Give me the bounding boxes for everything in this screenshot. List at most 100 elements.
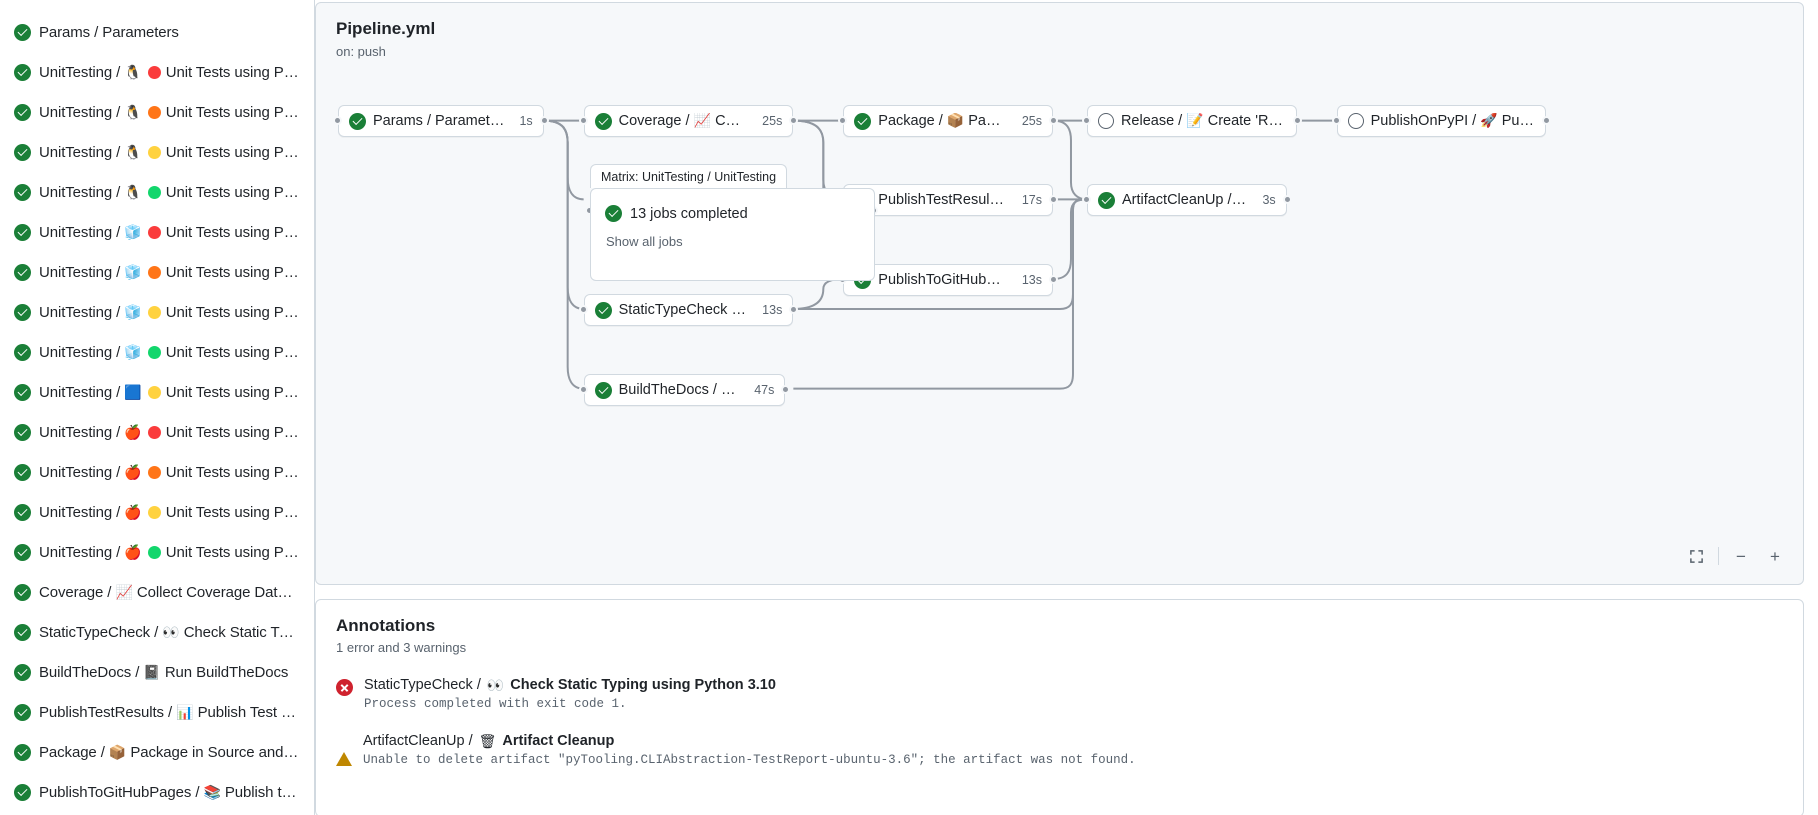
step-emoji-icon: 📦 [946, 113, 965, 128]
success-icon [14, 583, 31, 601]
sidebar-job-item[interactable]: StaticTypeCheck / 👀 Check Static Typing.… [4, 612, 310, 652]
graph-node-label: Release / 📝 Create 'Release P... [1120, 113, 1286, 129]
sidebar-job-item[interactable]: Params / Parameters [4, 12, 310, 52]
python-version-dot-icon [147, 66, 161, 80]
sidebar-job-label: UnitTesting / 🧊 Unit Tests using Pyth... [39, 343, 300, 361]
sidebar-job-item[interactable]: UnitTesting / 🐧 Unit Tests using Pyth... [4, 172, 310, 212]
sidebar-job-label: Package / 📦 Package in Source and Wh... [39, 743, 300, 761]
python-version-dot-icon [147, 466, 161, 480]
sidebar-job-item[interactable]: UnitTesting / 🐧 Unit Tests using Pyth... [4, 52, 310, 92]
annotations-summary: 1 error and 3 warnings [336, 640, 467, 655]
error-icon [336, 679, 353, 711]
annotation-item[interactable]: StaticTypeCheck / 👀Check Static Typing u… [336, 677, 1783, 711]
graph-node-typecheck[interactable]: StaticTypeCheck / 👀 Chec...13s [583, 294, 794, 326]
warning-icon [336, 735, 352, 767]
sidebar-job-label: UnitTesting / 🟦 Unit Tests using Pyth... [39, 383, 300, 401]
sidebar-job-item[interactable]: UnitTesting / 🍎 Unit Tests using Pyth... [4, 412, 310, 452]
sidebar-job-item[interactable]: UnitTesting / 🧊 Unit Tests using Pyth... [4, 212, 310, 252]
sidebar-job-label: UnitTesting / 🐧 Unit Tests using Pyth... [39, 103, 300, 121]
graph-node-port-out [789, 305, 799, 314]
python-version-dot-icon [147, 386, 161, 400]
graph-node-port-out [781, 385, 791, 394]
graph-node-label: Package / 📦 Package in So... [878, 113, 1007, 129]
platform-emoji-icon: 🐧 [124, 103, 142, 120]
annotation-item[interactable]: ArtifactCleanUp / 🗑Artifact CleanupUnabl… [336, 733, 1783, 767]
success-icon [14, 103, 31, 121]
sidebar-job-item[interactable]: UnitTesting / 🧊 Unit Tests using Pyth... [4, 252, 310, 292]
fit-screen-icon[interactable] [1684, 544, 1708, 568]
graph-node-port-out [1542, 116, 1552, 125]
sidebar-job-item[interactable]: UnitTesting / 🧊 Unit Tests using Pyth... [4, 292, 310, 332]
sidebar-job-item[interactable]: UnitTesting / 🍎 Unit Tests using Pyth... [4, 532, 310, 572]
graph-node-release[interactable]: Release / 📝 Create 'Release P... [1086, 105, 1297, 137]
success-icon [14, 463, 31, 481]
sidebar-job-item[interactable]: UnitTesting / 🟦 Unit Tests using Pyth... [4, 372, 310, 412]
step-emoji-icon: 🚀 [1480, 113, 1498, 128]
step-emoji-icon: 👀 [486, 677, 505, 693]
graph-node-label: BuildTheDocs / 📓 Run Buil... [618, 382, 739, 398]
divider [1718, 547, 1719, 565]
sidebar-job-item[interactable]: BuildTheDocs / 📓 Run BuildTheDocs [4, 652, 310, 692]
annotations-title: Annotations [336, 616, 436, 635]
success-icon [594, 301, 612, 319]
graph-node-label: PublishTestResults / 📊 Pu... [878, 192, 1007, 208]
graph-node-coverage[interactable]: Coverage / 📈 Collect Cove...25s [583, 105, 794, 137]
python-version-dot-icon [147, 346, 161, 360]
annotation-header: ArtifactCleanUp / 🗑Artifact Cleanup [363, 733, 615, 749]
sidebar-job-item[interactable]: UnitTesting / 🧊 Unit Tests using Pyth... [4, 332, 310, 372]
zoom-out-button[interactable]: − [1736, 546, 1746, 566]
workflow-graph-card: Pipeline.yml on: push [315, 2, 1804, 585]
annotation-header: StaticTypeCheck / 👀Check Static Typing u… [364, 677, 776, 693]
show-all-jobs-link[interactable]: Show all jobs [606, 234, 683, 249]
platform-emoji-icon: 🍎 [124, 423, 142, 440]
python-version-dot-icon [147, 186, 161, 200]
sidebar-job-item[interactable]: UnitTesting / 🍎 Unit Tests using Pyth... [4, 492, 310, 532]
graph-node-label: StaticTypeCheck / 👀 Chec... [619, 302, 748, 318]
success-icon [348, 112, 366, 130]
sidebar-job-label: UnitTesting / 🍎 Unit Tests using Pyth... [39, 423, 300, 441]
step-emoji-icon: 📝 [1186, 113, 1204, 128]
graph-node-pypi[interactable]: PublishOnPyPI / 🚀 Publish to ... [1336, 105, 1547, 137]
sidebar-job-item[interactable]: UnitTesting / 🍎 Unit Tests using Pyth... [4, 452, 310, 492]
matrix-summary-label: 13 jobs completed [630, 205, 748, 222]
sidebar-job-item[interactable]: UnitTesting / 🐧 Unit Tests using Pyth... [4, 92, 310, 132]
annotations-card: Annotations 1 error and 3 warnings Stati… [315, 599, 1804, 815]
graph-node-label: Coverage / 📈 Collect Cove... [618, 113, 748, 129]
graph-node-artifact[interactable]: ArtifactCleanUp / 🗑 Artifac...3s [1086, 184, 1287, 216]
success-icon [14, 383, 31, 401]
sidebar-job-label: UnitTesting / 🧊 Unit Tests using Pyth... [39, 223, 300, 241]
sidebar-job-label: UnitTesting / 🐧 Unit Tests using Pyth... [39, 183, 300, 201]
python-version-dot-icon [147, 506, 161, 520]
matrix-group[interactable]: Matrix: UnitTesting / UnitTesting 13 job… [590, 164, 875, 281]
python-version-dot-icon [147, 106, 161, 120]
graph-node-package[interactable]: Package / 📦 Package in So...25s [843, 105, 1053, 137]
sidebar-job-item[interactable]: UnitTesting / 🐧 Unit Tests using Pyth... [4, 132, 310, 172]
graph-node-docs[interactable]: BuildTheDocs / 📓 Run Buil... 47s [583, 374, 786, 406]
sidebar-job-item[interactable]: PublishTestResults / 📊 Publish Test Resu… [4, 692, 310, 732]
sidebar-job-item[interactable]: PublishToGitHubPages / 📚 Publish to G... [4, 772, 310, 812]
graph-node-port-out [789, 116, 799, 125]
success-icon [14, 303, 31, 321]
trigger-label: on: push [336, 44, 386, 59]
success-icon [14, 223, 31, 241]
matrix-summary-row[interactable]: 13 jobs completed [605, 205, 860, 222]
sidebar-job-label: UnitTesting / 🧊 Unit Tests using Pyth... [39, 303, 300, 321]
graph-node-port-in [838, 116, 848, 125]
sidebar-job-item[interactable]: Package / 📦 Package in Source and Wh... [4, 732, 310, 772]
platform-emoji-icon: 🐧 [124, 183, 142, 200]
graph-node-port-out [1282, 195, 1292, 204]
sidebar-job-label: UnitTesting / 🐧 Unit Tests using Pyth... [39, 63, 300, 81]
sidebar-job-label: UnitTesting / 🧊 Unit Tests using Pyth... [39, 263, 300, 281]
graph-node-duration: 47s [754, 383, 775, 397]
success-icon [594, 381, 612, 399]
graph-node-port-out [1049, 195, 1058, 204]
platform-emoji-icon: 📦 [108, 743, 127, 760]
zoom-in-button[interactable]: + [1770, 546, 1780, 566]
zoom-controls: − + [1684, 544, 1787, 568]
graph-node-port-in [578, 385, 588, 394]
sidebar-job-item[interactable]: Coverage / 📈 Collect Coverage Data usi..… [4, 572, 310, 612]
platform-emoji-icon: 🧊 [124, 223, 142, 240]
